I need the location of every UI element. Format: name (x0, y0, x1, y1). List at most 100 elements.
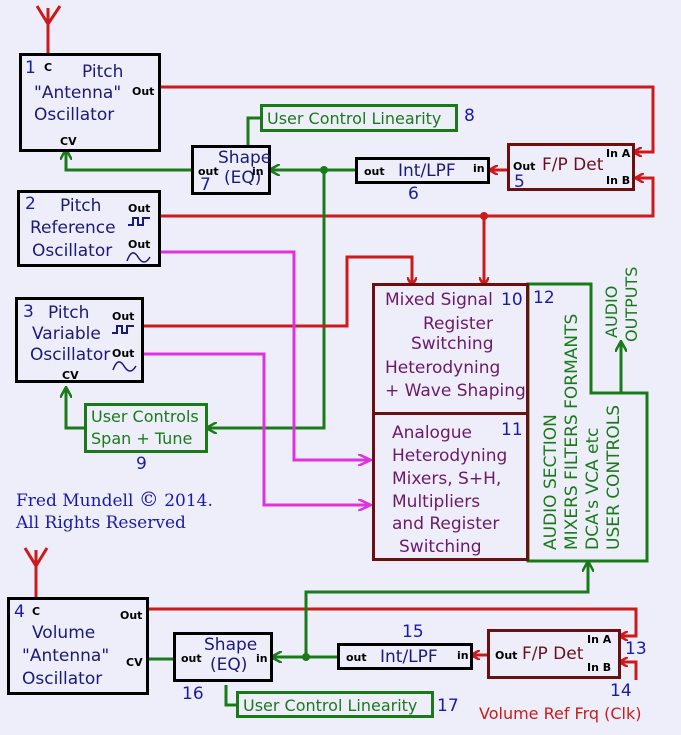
out-port-label: Out (513, 160, 536, 173)
volume-int-lpf: out Int/LPF in (337, 643, 473, 670)
out-port-label: Out (132, 85, 155, 98)
block-number: 5 (514, 172, 525, 192)
title-line: Volume (32, 623, 96, 643)
wire-vol-lpf-to-audio (304, 562, 588, 657)
title-line: Pitch (48, 303, 90, 323)
audio-outputs-label: AUDIO (602, 285, 621, 338)
title-line: and Register (392, 514, 500, 534)
title-line: Multipliers (392, 492, 481, 512)
cv-port-label: CV (62, 369, 79, 382)
wire-shape-to-cv (66, 150, 192, 172)
title-line: Mixers, S+H, (392, 469, 502, 489)
title-line: Switching (399, 537, 482, 557)
out-port-label: out (346, 651, 367, 664)
label: User Control Linearity (243, 696, 418, 715)
square-wave-icon (112, 325, 134, 334)
in-b-port-label: In B (606, 174, 631, 187)
out-square-label: Out (112, 310, 135, 323)
title-line: Oscillator (30, 345, 111, 365)
in-port-label: in (256, 652, 268, 665)
wire-linearity-to-shape (246, 116, 262, 146)
wire-lpf-to-span (207, 170, 326, 428)
cv-port-label: CV (60, 135, 77, 148)
title-line: "Antenna" (34, 83, 122, 103)
cv-port-label: CV (126, 656, 143, 669)
audio-section-line: USER CONTROLS (604, 405, 624, 550)
out-sine-label: Out (128, 238, 151, 251)
block-number-12: 12 (533, 288, 555, 308)
volume-antenna-oscillator: 4 C Volume "Antenna" Oscillator Out CV (7, 597, 149, 695)
volume-linearity-control: User Control Linearity (236, 691, 434, 718)
pitch-antenna-icon (35, 5, 62, 55)
title-line: Shape (204, 635, 258, 655)
span-tune-controls: User Controls Span + Tune (84, 403, 208, 453)
title-line: + Wave Shaping (385, 381, 526, 401)
in-port-label: in (473, 162, 485, 175)
out-port-label: out (198, 165, 219, 178)
title-line: Heterodyning (385, 358, 501, 378)
title-line: Switching (411, 334, 494, 354)
wire-ref-sine (160, 250, 370, 460)
volume-antenna-icon (23, 547, 49, 598)
sine-wave-icon (126, 252, 151, 263)
title-line: Shape (218, 148, 272, 168)
audio-section-line: MIXERS FILTERS FORMANTS (562, 313, 582, 550)
block-number: 4 (14, 602, 25, 622)
in-port-label: in (457, 649, 469, 662)
title-line: Register (423, 314, 493, 334)
title-line: Mixed Signal (385, 290, 493, 310)
wire-vol-linearity (224, 685, 236, 707)
analogue-heterodyning-block: Analogue 11 Heterodyning Mixers, S+H, Mu… (372, 412, 529, 561)
title-line: User Controls (91, 407, 199, 426)
label: Int/LPF (398, 161, 456, 181)
out-port-label: Out (120, 609, 143, 622)
pitch-reference-oscillator: 2 Pitch Reference Oscillator Out Out (17, 190, 161, 267)
author-name: Fred Mundell (16, 491, 134, 511)
label: User Control Linearity (267, 109, 442, 128)
wire-vol-ref-to-det (620, 662, 638, 680)
title-line: Heterodyning (392, 446, 508, 466)
block-number-9: 9 (136, 454, 147, 474)
out-square-label: Out (128, 202, 151, 215)
square-wave-icon (128, 217, 150, 226)
block-number-14: 14 (610, 681, 632, 701)
pitch-fp-detector: Out 5 F/P Det In A In B (507, 143, 635, 191)
block-number: 7 (200, 175, 211, 195)
title-line: Reference (30, 218, 116, 238)
out-sine-label: Out (112, 347, 135, 360)
out-port-label: Out (495, 649, 518, 662)
in-b-port-label: In B (587, 661, 612, 674)
c-port-label: C (44, 61, 53, 74)
block-number-13: 13 (625, 639, 647, 659)
wire-pitch-out-to-det (160, 85, 655, 152)
label: Int/LPF (380, 647, 438, 667)
wire-var-sine (143, 352, 370, 505)
c-port-label: C (32, 605, 41, 618)
title-line: Span + Tune (91, 429, 193, 448)
out-port-label: out (181, 652, 202, 665)
in-a-port-label: In A (606, 147, 631, 160)
title-line: Pitch (60, 196, 102, 216)
copyright-line-1: Fred Mundell © 2014. (16, 489, 213, 510)
block-number: 3 (23, 302, 34, 322)
title-line: Oscillator (32, 241, 113, 261)
sine-wave-icon (112, 361, 137, 372)
label: F/P Det (522, 644, 584, 664)
block-number: 10 (501, 290, 523, 310)
pitch-linearity-control: User Control Linearity (260, 104, 458, 132)
pitch-antenna-oscillator: 1 C Pitch "Antenna" Oscillator Out CV (19, 53, 161, 152)
audio-section-line: DCA's VCA etc (583, 427, 603, 550)
block-number: 2 (25, 194, 36, 214)
wire-var-square (143, 255, 412, 328)
in-port-label: in (252, 165, 264, 178)
block-number-6: 6 (408, 184, 419, 204)
copyright-line-2: All Rights Reserved (16, 513, 186, 533)
block-number: 11 (501, 420, 523, 440)
pitch-variable-oscillator: 3 Pitch Variable Oscillator Out Out CV (15, 297, 144, 383)
block-number-17: 17 (437, 696, 459, 716)
audio-section-line: AUDIO SECTION (541, 414, 561, 550)
copyright-year: 2014. (164, 491, 213, 511)
in-a-port-label: In A (587, 633, 612, 646)
pitch-shape-eq: Shape (EQ) out 7 in (191, 145, 271, 195)
